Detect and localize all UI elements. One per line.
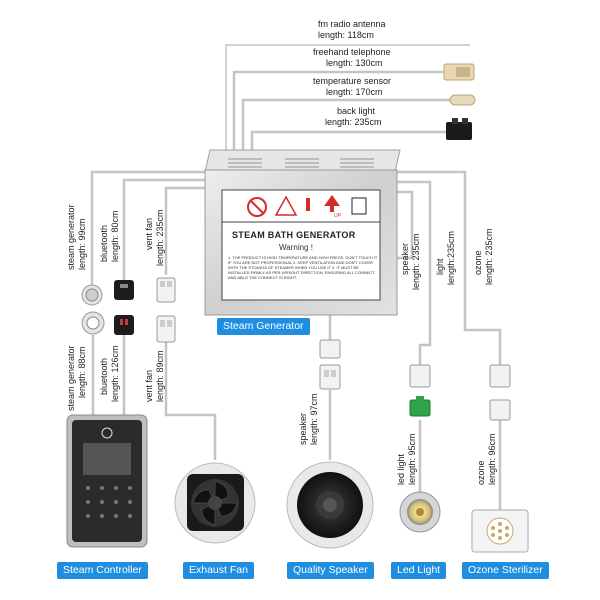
ozone-lower-name: ozone [476,460,486,485]
sg-cable [90,170,210,285]
sg-connector-upper [81,284,103,306]
light-upper-length: length:235cm [446,230,456,285]
led-light-badge: Led Light [391,562,447,579]
vent-cable [164,186,210,275]
steam-controller-device [66,414,148,548]
led-lower-name: led light [396,453,406,485]
speaker-upper-name: speaker [400,242,410,275]
vent-connector-lower [156,315,176,343]
light-cable [392,180,432,365]
temperature-sensor-cable [241,98,450,150]
ozone-sterilizer-badge: Ozone Sterilizer [462,562,549,579]
back-light-connector [446,118,472,140]
led-light-device [399,491,441,533]
ozone-lower-length: length: 96cm [487,433,497,485]
up-label: UP [334,213,341,219]
vent-upper-length: length: 235cm [155,209,165,266]
sg-lower-name: steam generator [66,345,76,411]
quality-speaker-badge: Quality Speaker [287,562,374,579]
generator-notes: 1. THE PRODUCT IS HIGH TEMPERATURE AND H… [228,255,378,280]
ozone-sterilizer-device [471,509,529,553]
vent-lower-length: length: 89cm [155,350,165,402]
speaker-connector-lower [319,364,341,390]
sg-upper-name: steam generator [66,204,76,270]
steam-generator-badge: Steam Generator [217,318,310,335]
top-cables [90,44,502,510]
led-lower-length: length: 95cm [407,433,417,485]
sg-upper-length: length: 99cm [77,218,87,270]
bt-connector-lower [114,315,134,335]
vent-lower-cable [164,340,217,460]
sg-connector-lower [81,311,105,335]
bt-lower-name: bluetooth [99,357,109,395]
telephone-length: length: 130cm [326,58,383,68]
light-connector-lower [409,396,431,417]
fm-antenna-length: length: 118cm [318,30,374,40]
bt-cable [122,178,210,285]
exhaust-fan-badge: Exhaust Fan [183,562,254,579]
speaker-connector-upper [319,339,341,359]
steam-controller-badge: Steam Controller [57,562,148,579]
generator-box [204,149,401,316]
bt-lower-length: length: 126cm [110,345,120,402]
vent-upper-name: vent fan [144,217,154,250]
ozone-upper-name: ozone [473,250,483,275]
fm-antenna-cable [225,44,470,150]
vent-connector-upper [156,277,176,303]
speaker-device [286,461,374,549]
bt-connector-upper [114,280,134,300]
temperature-sensor-length: length: 170cm [326,87,383,97]
vent-lower-name: vent fan [144,369,154,402]
back-light-length: length: 235cm [325,117,382,127]
speaker-upper-length: length: 235cm [411,233,421,290]
ozone-cable [392,170,502,365]
fm-antenna-name: fm radio antenna [318,19,386,29]
exhaust-fan-device [174,462,256,544]
light-connector-upper [409,364,431,388]
generator-title: STEAM BATH GENERATOR [232,230,356,240]
speaker-lower-name: speaker [298,412,308,445]
telephone-name: freehand telephone [313,47,391,57]
speaker-lower-length: length: 97cm [309,393,319,445]
ozone-upper-length: length: 235cm [484,228,494,285]
ozone-connector-upper [489,364,511,388]
temperature-sensor-name: temperature sensor [313,76,392,86]
telephone-cable [232,70,444,150]
bt-upper-name: bluetooth [99,224,109,262]
bt-upper-length: length: 80cm [110,210,120,262]
light-upper-name: light [435,258,445,275]
telephone-connector [443,63,475,81]
ozone-connector-lower [489,399,511,421]
back-light-name: back light [337,106,376,116]
sg-lower-length: length: 88cm [77,346,87,398]
generator-warning: Warning ! [279,243,313,252]
back-light-cable [250,130,447,150]
temperature-sensor-probe [449,94,476,106]
